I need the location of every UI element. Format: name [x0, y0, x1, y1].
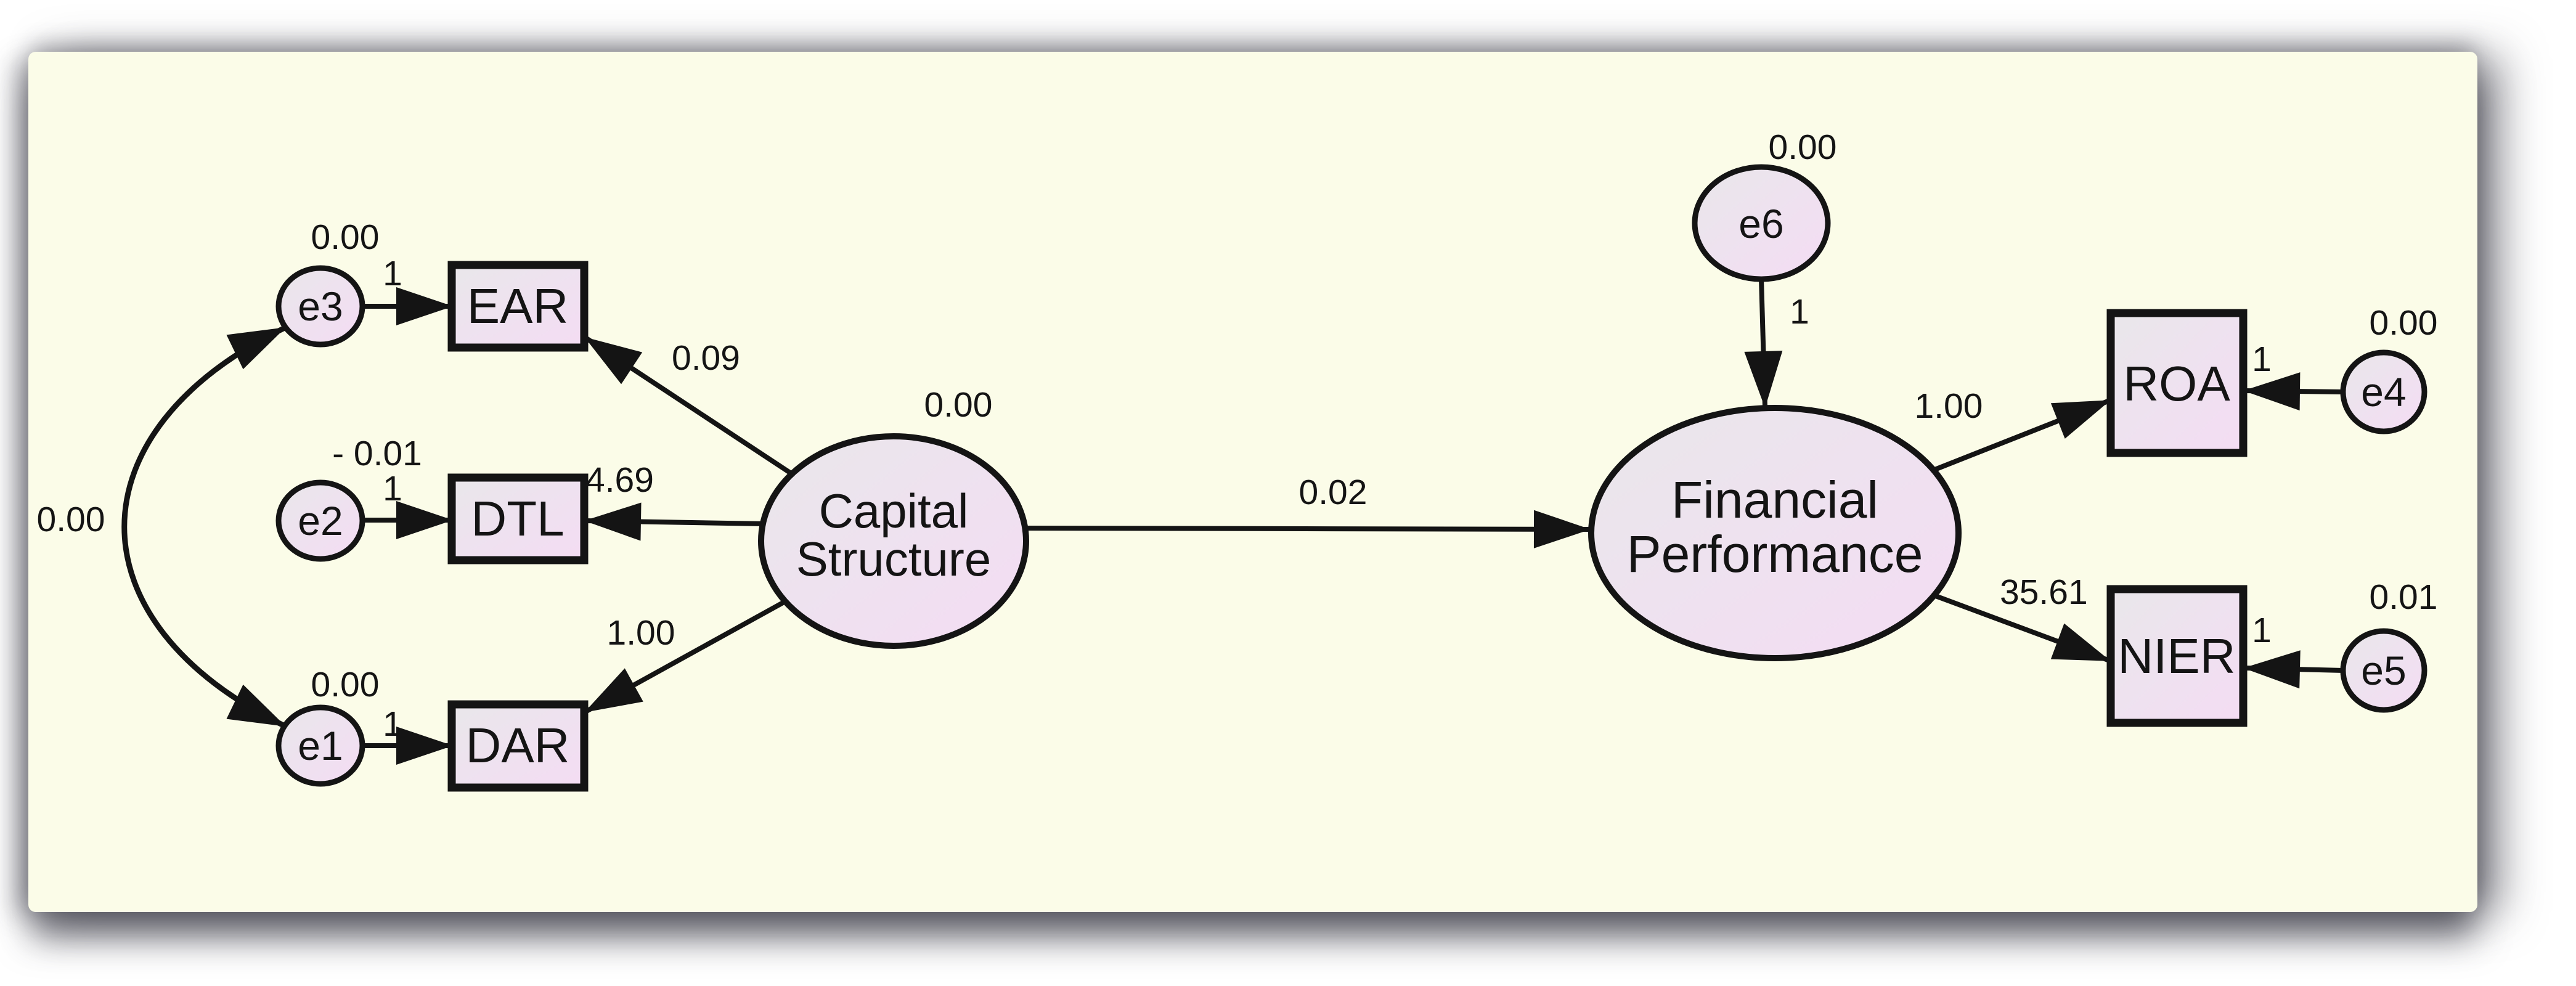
weight-label-e6: 1 [1790, 292, 1809, 332]
indicator-dar[interactable] [447, 700, 589, 792]
indicator-roa[interactable] [2106, 309, 2248, 457]
weight-label-e5: 1 [2252, 611, 2272, 650]
error-e6-label: e6 [1738, 201, 1783, 246]
error-e6[interactable] [1692, 164, 1831, 282]
loading-label-ear: 0.09 [672, 338, 740, 378]
error-e4-label: e4 [2361, 369, 2406, 415]
indicator-dtl-label: DTL [471, 491, 564, 546]
arrow-fp-to-nier[interactable] [1933, 593, 2111, 663]
arrow-cs-to-dtl[interactable] [584, 502, 765, 541]
indicator-roa-label: ROA [2123, 356, 2230, 411]
loading-label-roa: 1.00 [1915, 386, 1983, 426]
error-e1-label: e1 [298, 723, 343, 768]
covariance-arrow-e3-e1[interactable] [121, 325, 286, 729]
covariance-label-e3-e1: 0.00 [37, 500, 105, 539]
latent-cs-label-line2: Structure [796, 532, 991, 586]
variance-label-e1: 0.00 [311, 665, 380, 704]
indicator-ear[interactable] [447, 261, 589, 352]
loading-label-dtl: 4.69 [585, 460, 654, 500]
latent-fp-label-line1: Financial [1671, 471, 1878, 529]
arrow-cs-to-fp[interactable] [1024, 510, 1591, 548]
error-e5[interactable] [2340, 628, 2427, 713]
arrow-e6-to-fp[interactable] [1744, 278, 1783, 408]
indicator-nier[interactable] [2106, 585, 2248, 727]
error-e5-label: e5 [2361, 648, 2406, 693]
arrow-fp-to-roa[interactable] [1932, 398, 2111, 473]
weight-label-e4: 1 [2252, 340, 2272, 379]
latent-fp-label-line2: Performance [1627, 525, 1923, 583]
variance-label-e2: - 0.01 [332, 434, 422, 473]
loading-label-dar: 1.00 [607, 613, 675, 653]
arrow-e5-to-nier[interactable] [2243, 650, 2344, 689]
arrow-cs-to-ear[interactable] [584, 335, 794, 476]
indicator-dar-label: DAR [466, 718, 570, 773]
indicator-ear-label: EAR [467, 279, 569, 333]
regression-weight-label-cs-fp: 0.02 [1299, 473, 1367, 512]
variance-label-e6: 0.00 [1769, 128, 1837, 167]
error-e3-label: e3 [298, 283, 343, 329]
arrow-cs-to-dar[interactable] [584, 599, 786, 714]
weight-label-e3: 1 [383, 254, 402, 293]
indicator-nier-label: NIER [2117, 629, 2235, 683]
error-e2[interactable] [275, 479, 365, 562]
error-e2-label: e2 [298, 498, 343, 544]
latent-cs-label-line1: Capital [819, 484, 969, 538]
weight-label-e2: 1 [383, 469, 402, 508]
arrow-e4-to-roa[interactable] [2243, 372, 2344, 411]
variance-label-e4: 0.00 [2370, 303, 2438, 343]
error-e4[interactable] [2340, 349, 2427, 434]
indicator-dtl[interactable] [447, 473, 589, 564]
loading-label-nier: 35.61 [2000, 572, 2088, 612]
error-e3[interactable] [275, 265, 365, 348]
diagram-canvas[interactable] [28, 52, 2477, 912]
weight-label-e1: 1 [383, 704, 402, 744]
variance-label-capital-structure: 0.00 [924, 385, 993, 425]
latent-capital-structure[interactable] [758, 433, 1029, 649]
variance-label-e5: 0.01 [2370, 577, 2438, 617]
variance-label-e3: 0.00 [311, 218, 380, 257]
latent-financial-performance[interactable] [1588, 405, 1962, 661]
error-e1[interactable] [275, 704, 365, 787]
